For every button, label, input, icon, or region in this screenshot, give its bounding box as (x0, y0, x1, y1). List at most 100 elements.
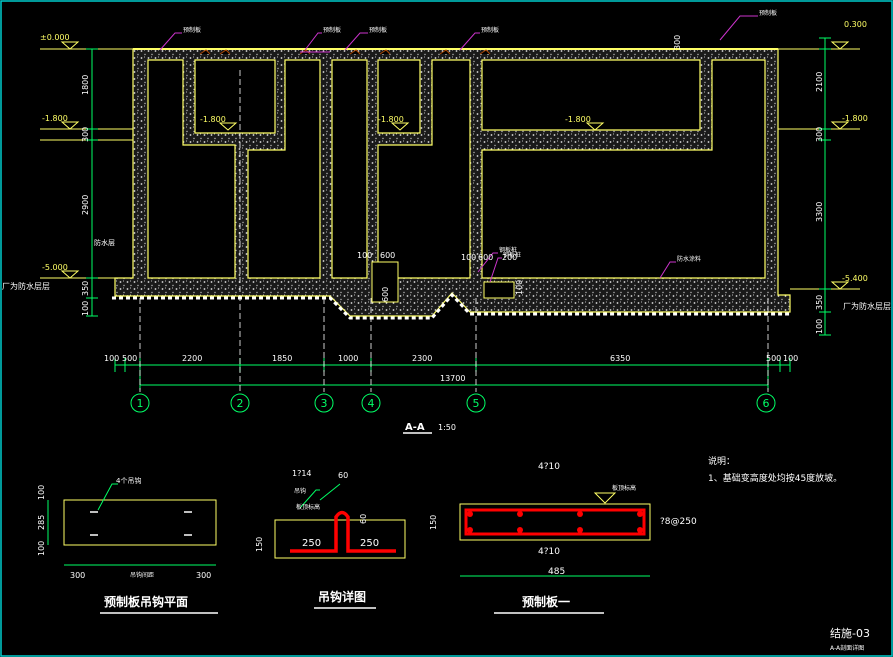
right-dim-chain (819, 37, 831, 336)
dim-text: 200 (502, 253, 517, 262)
dim-text: 2300 (412, 354, 432, 363)
detail-hook: 1?14 吊钩 60 60 150 250 250 板顶标高 吊钩详图 (255, 469, 406, 609)
leader-lines (159, 15, 758, 283)
slab-width: 485 (548, 567, 565, 577)
drawing-sub: A-A剖面详图 (830, 644, 864, 652)
hook-dim-mid: 60 (359, 514, 368, 524)
slab-stirrup (464, 508, 646, 536)
chamber-1b (194, 59, 276, 134)
note-right-waterproof: 厂为防水层层 (843, 301, 891, 311)
leader-label: 预制板 (481, 26, 499, 34)
hook-left-len: 250 (302, 538, 321, 549)
notes-heading: 说明： (708, 455, 735, 467)
tank-section (112, 48, 792, 320)
elev-right-low: -5.400 (842, 274, 868, 283)
note-left-layer: 防水层 (94, 238, 115, 247)
dim-text: 500 (122, 354, 137, 363)
section-title: A-A (405, 422, 425, 433)
dim-text: 300 (70, 571, 85, 580)
hook-right-len: 250 (360, 538, 379, 549)
detail-slab: 板顶标高 4?10 4?10 ?8@250 150 485 预制板一 (429, 462, 697, 614)
hook-bar: 1?14 (292, 469, 312, 478)
dim-text: 吊钩间距 (130, 571, 154, 579)
axis-bubbles (130, 393, 776, 413)
slab-stirrup-label: ?8@250 (660, 517, 697, 527)
dim-text: 100 (461, 253, 476, 262)
bottom-dims: 100 500 2200 1850 1000 2300 6350 500 100… (104, 354, 798, 383)
elev-left-mid: -1.800 (42, 114, 68, 123)
side-notes: 厂为防水层层 厂为防水层层 防水层 (2, 238, 891, 311)
dim-text: 6350 (610, 354, 630, 363)
dim-text: 100 (104, 354, 119, 363)
dim-text: 3300 (815, 202, 824, 222)
slab-tag: 板顶标高 (612, 484, 636, 492)
axis-lines (139, 70, 769, 392)
dim-text: 600 (381, 287, 390, 302)
slab-bottom-bar: 4?10 (538, 547, 560, 557)
hook-rebar (290, 510, 396, 553)
detail-title: 吊钩详图 (318, 589, 366, 604)
hook-tag: 板顶标高 (296, 503, 320, 511)
dim-text: 1000 (338, 354, 358, 363)
dim-text: 300 (196, 571, 211, 580)
dim-text: 600 (380, 251, 395, 260)
dim-text: 1850 (272, 354, 292, 363)
elev-inner-1: -1.800 (200, 115, 226, 124)
drawing-number: 结施-03 (830, 627, 870, 640)
dim-text: 100 (357, 251, 372, 260)
dim-text: 1800 (81, 75, 90, 95)
soil-marks (199, 49, 491, 55)
dim-text: 2900 (81, 195, 90, 215)
elev-inner-3: -1.800 (565, 115, 591, 124)
chamber-4 (377, 59, 421, 134)
elev-left-low: -5.000 (42, 263, 68, 272)
dim-text: 100 (815, 319, 824, 334)
axis-label: 3 (321, 397, 328, 410)
dim-text: 285 (37, 515, 46, 530)
chamber-3 (331, 59, 368, 279)
axis-label: 4 (368, 397, 375, 410)
section-scale: 1:50 (438, 423, 456, 432)
dim-text: 600 (478, 253, 493, 262)
elev-inner-2: -1.800 (378, 115, 404, 124)
detail-title: 预制板一 (522, 594, 570, 609)
dim-text: 100 (37, 485, 46, 500)
sump-pit-2 (483, 281, 515, 299)
chamber-5 (481, 59, 701, 131)
chamber-1 (147, 59, 236, 279)
pit-dims: 100 600 600 100 600 200 100 (357, 251, 524, 302)
left-dim-chain (86, 48, 98, 317)
notes-item-1: 1、基础变高度处均按45度放坡。 (708, 472, 842, 484)
note-left-waterproof: 厂为防水层层 (2, 281, 50, 291)
dim-text: 100 (515, 280, 524, 295)
hook-dim-top: 60 (338, 471, 348, 480)
slab-top-bar: 4?10 (538, 462, 560, 472)
dim-text: 350 (815, 295, 824, 310)
leader-label: 钢板桩 (503, 251, 521, 259)
axis-labels: 1 2 3 4 5 6 (137, 397, 770, 410)
right-dims: 300 2100 300 3300 350 100 (673, 35, 824, 334)
dim-text: 300 (81, 127, 90, 142)
total-dim: 13700 (440, 374, 465, 383)
axis-label: 2 (237, 397, 244, 410)
sump-pit-1 (371, 261, 399, 303)
dim-text: 100 (81, 301, 90, 316)
leader-label: 预制板 (183, 26, 201, 34)
slab-height: 150 (429, 515, 438, 530)
dim-text: 500 (766, 354, 781, 363)
leader-label: 预制板 (323, 26, 341, 34)
leader-labels: 预制板 预制板 预制板 预制板 预制板 钢板桩 钢板桩 防水涂料 (183, 9, 777, 263)
chamber-5b (481, 59, 766, 279)
axis-label: 6 (763, 397, 770, 410)
detail-hook-plan: 4个吊钩 100 285 100 300 吊钩间距 300 预制板吊钩平面 (37, 476, 218, 614)
dim-text: 2200 (182, 354, 202, 363)
chamber-2 (247, 59, 321, 279)
dim-text: 350 (81, 281, 90, 296)
waterproof-layer (112, 292, 792, 320)
elev-right-top: 0.300 (844, 20, 867, 29)
hook-sub: 吊钩 (294, 487, 306, 495)
dim-text: 100 (783, 354, 798, 363)
hook-dim-left: 150 (255, 537, 264, 552)
